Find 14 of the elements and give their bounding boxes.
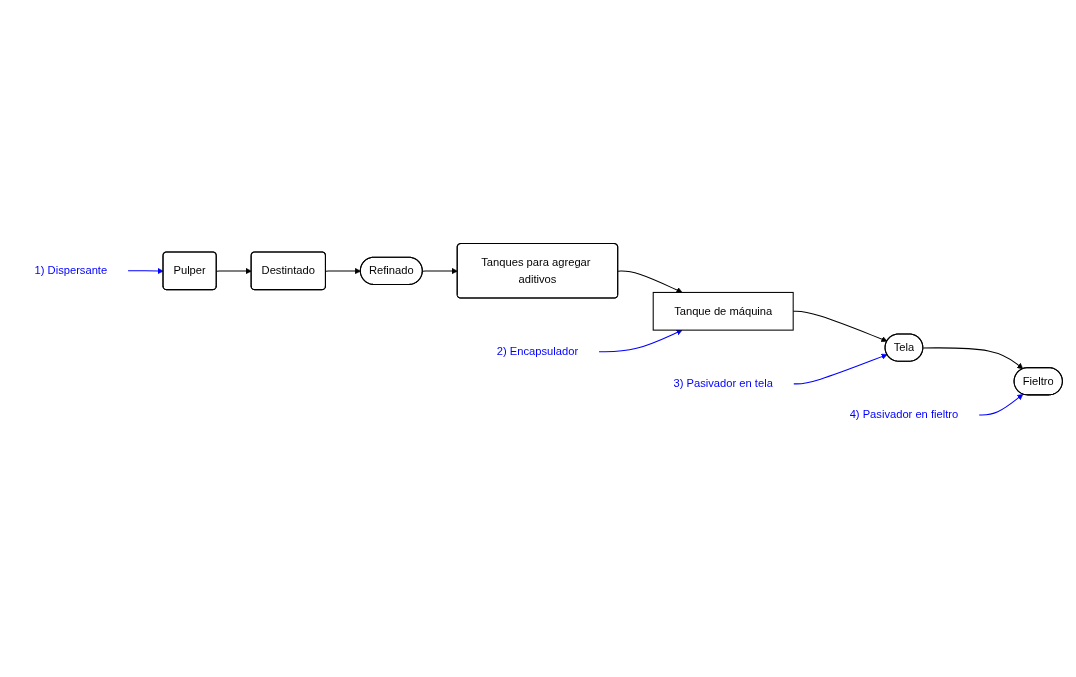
- arrow: [127, 267, 164, 274]
- arrow: [922, 347, 1024, 370]
- arrow: [422, 267, 458, 274]
- arrow: [978, 393, 1024, 416]
- arrow: [793, 353, 888, 385]
- arrow: [598, 329, 683, 353]
- node-text: 4) Pasivador en fieltro: [849, 408, 959, 421]
- node-text: 1) Dispersante: [34, 264, 108, 277]
- node-text: 3) Pasivador en tela: [673, 377, 773, 390]
- node-box: Tanque de máquina: [652, 291, 794, 331]
- arrow: [617, 270, 683, 293]
- arrow: [216, 267, 252, 274]
- node-text: 2) Encapsulador: [496, 345, 579, 358]
- arrow: [325, 267, 361, 274]
